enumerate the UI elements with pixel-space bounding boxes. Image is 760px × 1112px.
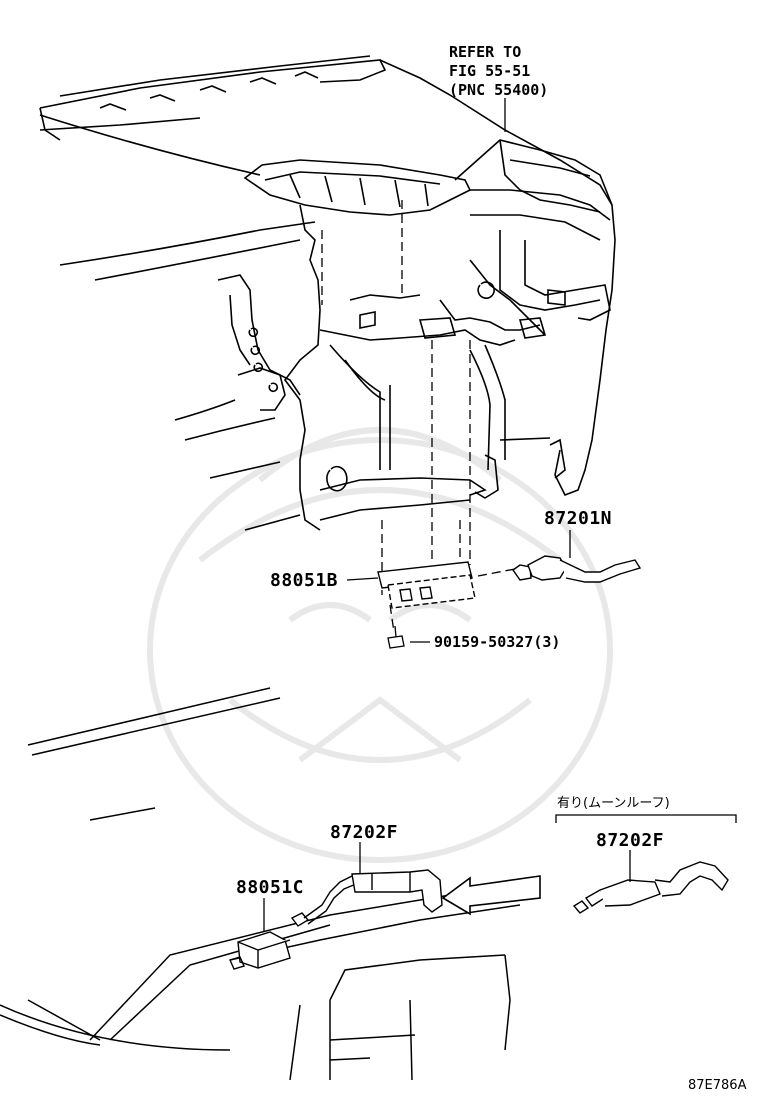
part-90159-bolt[interactable]	[387, 625, 405, 649]
label-88051B[interactable]: 88051B	[270, 570, 339, 591]
refer-line-2: FIG 55-51	[449, 62, 531, 80]
direction-arrow	[441, 875, 541, 916]
label-87202F-left[interactable]: 87202F	[330, 822, 399, 843]
figure-id: 87E786A	[688, 1078, 747, 1093]
label-87201N[interactable]: 87201N	[544, 508, 613, 529]
part-87201N-sensor[interactable]	[512, 555, 642, 583]
upper-leaders	[346, 530, 571, 643]
label-88051C[interactable]: 88051C	[236, 877, 305, 898]
refer-note: REFER TO FIG 55-51 (PNC 55400)	[449, 43, 548, 100]
label-87202F-right[interactable]: 87202F	[596, 830, 665, 851]
option-bracket	[555, 814, 737, 823]
dashboard-outline	[39, 55, 616, 531]
refer-line-3: (PNC 55400)	[449, 81, 549, 99]
part-88051C-module[interactable]	[229, 931, 291, 970]
part-87202F-left-hose[interactable]	[290, 869, 443, 927]
part-87202F-right-hose[interactable]	[572, 861, 729, 914]
option-note: 有り(ムーンルーフ)	[557, 796, 670, 811]
part-88051B-module[interactable]	[377, 561, 476, 609]
label-90159-50327[interactable]: 90159-50327(3)	[434, 633, 561, 651]
refer-line-1: REFER TO	[449, 43, 522, 61]
